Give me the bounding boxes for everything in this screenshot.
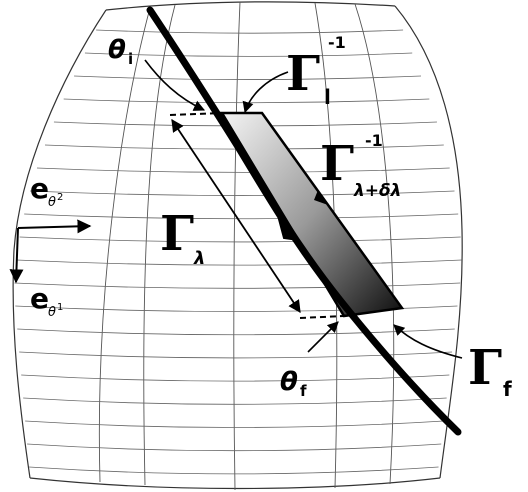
svg-text:θ: θ [48, 305, 56, 320]
surface-parallel-line [19, 351, 453, 359]
svg-text:l: l [324, 85, 331, 109]
svg-text:θ: θ [48, 195, 56, 210]
svg-text:λ: λ [193, 248, 205, 269]
svg-text:Γ: Γ [160, 206, 194, 262]
label-gamma-f: Γ f [468, 340, 512, 401]
label-gamma-l-inverse: Γ l -1 [286, 33, 346, 109]
surface-parallels [14, 29, 462, 475]
svg-text:Γ: Γ [320, 136, 354, 192]
surface-parallel-line [16, 259, 462, 266]
strip-edge-arrow [314, 190, 328, 205]
surface-outline-left [12, 9, 107, 479]
surface-top-edge [105, 1, 396, 11]
svg-text:-1: -1 [328, 33, 346, 52]
surface-parallel-line [25, 420, 444, 428]
surface-bottom-edge [29, 477, 441, 490]
svg-text:θ: θ [280, 367, 298, 397]
label-gamma-lambda-dl-inverse: Γ -1 λ+δλ [320, 131, 401, 201]
label-theta-i: θ i [108, 35, 133, 68]
svg-text:f: f [503, 377, 512, 401]
surface-parallel-line [21, 374, 450, 382]
surface-parallel-line [24, 213, 459, 220]
surface-mesh [12, 1, 463, 491]
pointer-theta-i [144, 59, 206, 111]
svg-text:λ+δλ: λ+δλ [353, 181, 401, 201]
surface-parallel-line [36, 167, 450, 173]
surface-outline-right [394, 5, 463, 479]
svg-text:f: f [300, 382, 307, 400]
surface-parallel-line [17, 328, 455, 336]
label-e-theta1: e θ 1 [30, 282, 63, 320]
pointer-theta-f [307, 321, 339, 353]
pointer-gamma-l [242, 71, 289, 114]
svg-text:1: 1 [57, 302, 63, 313]
surface-parallel-line [29, 466, 439, 475]
gamma-lambda-curve [171, 118, 301, 314]
svg-text:i: i [128, 50, 133, 68]
label-e-theta2: e θ 2 [30, 172, 63, 210]
pointer-gamma-f [393, 324, 463, 359]
basis-vectors [9, 219, 92, 284]
surface-parallel-line [14, 282, 461, 289]
svg-text:-1: -1 [365, 131, 383, 150]
svg-text:e: e [30, 282, 49, 315]
surface-parallel-line [23, 397, 447, 405]
svg-text:2: 2 [57, 192, 63, 203]
svg-text:e: e [30, 172, 49, 205]
dashed-connector-bottom [299, 315, 345, 319]
surface-parallel-line [27, 443, 442, 452]
surface-parallel-line [63, 98, 430, 104]
surface-parallel-line [74, 75, 422, 80]
surface-parallel-line [19, 236, 461, 243]
main-curve-arrow [275, 207, 301, 242]
svg-text:θ: θ [108, 35, 126, 65]
label-theta-f: θ f [280, 367, 307, 400]
svg-text:Γ: Γ [468, 340, 502, 396]
surface-parallel-line [84, 52, 413, 57]
svg-text:Γ: Γ [286, 46, 320, 102]
label-gamma-lambda: Γ λ [160, 206, 205, 269]
surface-parallel-line [96, 29, 404, 34]
